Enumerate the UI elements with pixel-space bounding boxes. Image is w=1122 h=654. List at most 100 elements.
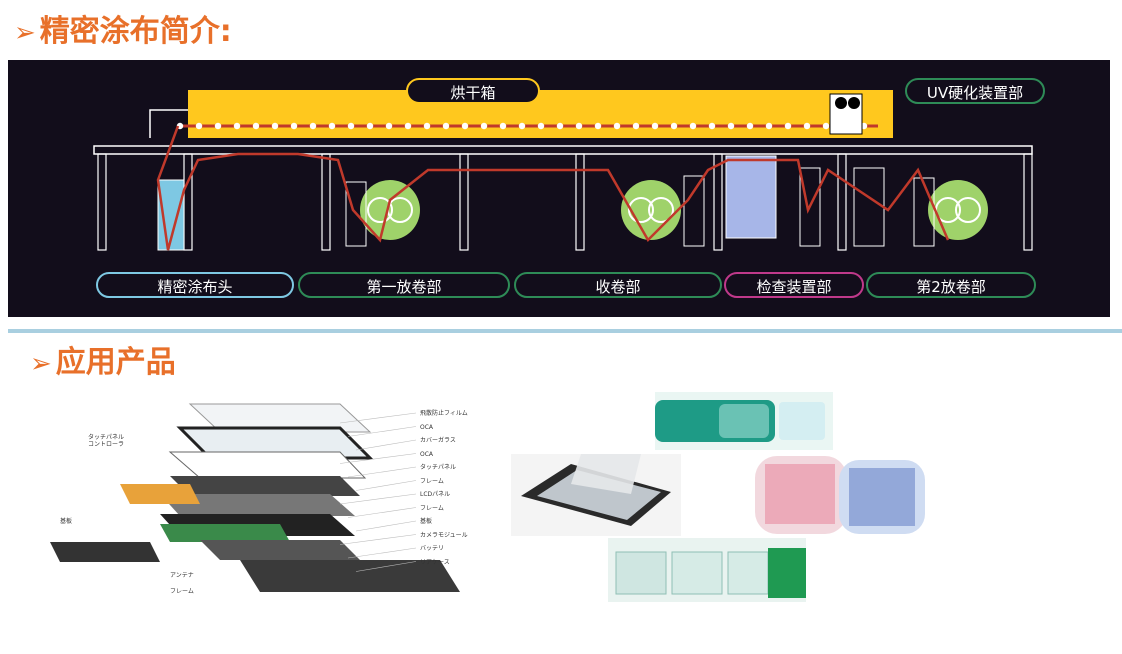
phone-part-label: タッチパネル bbox=[88, 434, 125, 441]
web-path bbox=[156, 125, 950, 251]
oven-roller-icon bbox=[594, 122, 602, 130]
support-leg bbox=[837, 153, 847, 251]
section-title-text: 应用产品 bbox=[55, 345, 176, 380]
uv-lamp-icon bbox=[835, 97, 847, 109]
phone-part-label: タッチパネル bbox=[420, 464, 457, 471]
oven-roller-icon bbox=[423, 122, 431, 130]
phone-part-label: 飛散防止フィルム bbox=[420, 410, 468, 417]
arrow-bullet-icon: ➢ bbox=[14, 18, 36, 48]
phone-part-label: フレーム bbox=[420, 477, 444, 485]
oven-roller-icon bbox=[195, 122, 203, 130]
oven-roller-icon bbox=[670, 122, 678, 130]
unwind-roller-1 bbox=[360, 180, 420, 240]
phone-part-label: OCA bbox=[420, 450, 434, 458]
oven-roller-icon bbox=[708, 122, 716, 130]
label-leader-line bbox=[355, 520, 417, 532]
layer-lcd bbox=[160, 494, 355, 516]
layer-touch-panel bbox=[168, 451, 367, 479]
oven-roller-icon bbox=[803, 122, 811, 130]
phone-part-label: OCA bbox=[420, 423, 434, 431]
station-label-rewind: 收卷部 bbox=[514, 272, 722, 298]
oven-roller-icon bbox=[404, 122, 412, 130]
label-leader-line bbox=[339, 534, 417, 545]
oven-roller-icon bbox=[651, 122, 659, 130]
station-housing bbox=[345, 181, 367, 247]
oven-roller-icon bbox=[442, 122, 450, 130]
phone-layers-illustration bbox=[50, 403, 460, 592]
oven-roller-icon bbox=[537, 122, 545, 130]
frame-line bbox=[149, 109, 188, 138]
label-lines bbox=[339, 412, 417, 572]
arrow-bullet-icon: ➢ bbox=[30, 349, 52, 379]
layer-battery bbox=[200, 540, 360, 560]
oven-roller-icon bbox=[499, 122, 507, 130]
label-leader-line bbox=[347, 426, 417, 437]
oven-roller-icon bbox=[765, 122, 773, 130]
oven-roller-icon bbox=[271, 122, 279, 130]
oven-roller-icon bbox=[461, 122, 469, 130]
oven-roller-icon bbox=[252, 122, 260, 130]
layer-rear-case bbox=[240, 560, 460, 592]
layer-board bbox=[160, 524, 290, 542]
support-leg bbox=[97, 153, 107, 251]
phone-part-label: リアケース bbox=[420, 558, 450, 566]
oven-roller-icon bbox=[727, 122, 735, 130]
oven-roller-icon bbox=[347, 122, 355, 130]
phone-part-label: バッテリ bbox=[420, 545, 445, 552]
phone-part-label: 基板 bbox=[60, 518, 73, 525]
station-housing bbox=[913, 177, 935, 247]
station-housing bbox=[799, 167, 821, 247]
oven-roller-icon bbox=[328, 122, 336, 130]
oven-roller-icon bbox=[746, 122, 754, 130]
support-leg bbox=[713, 153, 723, 251]
support-leg bbox=[575, 153, 585, 251]
layer-frame bbox=[170, 476, 360, 496]
label-leader-line bbox=[347, 466, 417, 478]
oven-roller-icon bbox=[385, 122, 393, 130]
layer-flex-cable bbox=[120, 484, 200, 504]
phone-part-label: カバーガラス bbox=[420, 437, 456, 444]
oven-box bbox=[188, 90, 893, 138]
station-label-first-unwind: 第一放卷部 bbox=[298, 272, 510, 298]
oven-roller-icon bbox=[575, 122, 583, 130]
section-title-text: 精密涂布简介: bbox=[39, 14, 232, 49]
oven-roller-icon bbox=[556, 122, 564, 130]
label-leader-line bbox=[347, 547, 417, 559]
photo-printed-rolls bbox=[755, 454, 925, 536]
oven-roller-icon bbox=[214, 122, 222, 130]
phone-part-label: アンテナ bbox=[170, 572, 194, 579]
label-leader-line bbox=[355, 480, 417, 491]
station-label-second-unwind: 第2放卷部 bbox=[866, 272, 1036, 298]
phone-part-label: カメラモジュール bbox=[420, 531, 468, 539]
label-leader-line bbox=[355, 439, 417, 451]
photo-green-film-sheet bbox=[608, 538, 806, 602]
station-housing bbox=[683, 175, 705, 247]
phone-part-label: コントローラ bbox=[88, 441, 125, 448]
oven-roller-icon bbox=[480, 122, 488, 130]
oven-roller-icon bbox=[309, 122, 317, 130]
label-leader-line bbox=[339, 493, 417, 505]
section-divider bbox=[8, 329, 1122, 333]
main-rail bbox=[93, 145, 1033, 155]
oven-roller-icon bbox=[233, 122, 241, 130]
support-leg bbox=[321, 153, 331, 251]
coating-machine-diagram: 烘干箱 UV硬化装置部 精密涂布头 第一放卷部 收卷部 检查装置部 第2放卷部 bbox=[8, 60, 1110, 317]
label-leader-line bbox=[339, 453, 417, 464]
machine-illustration bbox=[93, 90, 1033, 251]
phone-part-label: フレーム bbox=[420, 504, 444, 512]
layer-antenna bbox=[50, 542, 160, 562]
station-label-inspection: 检查装置部 bbox=[724, 272, 864, 298]
support-legs bbox=[97, 153, 1033, 251]
station-housing bbox=[853, 167, 885, 247]
rewind-roller bbox=[621, 180, 681, 240]
oven-roller-icon bbox=[290, 122, 298, 130]
oven-roller-icon bbox=[632, 122, 640, 130]
label-leader-line bbox=[339, 412, 417, 424]
section-title-coating: ➢精密涂布简介: bbox=[14, 15, 232, 50]
support-leg bbox=[183, 153, 193, 251]
oven-roller-icon bbox=[366, 122, 374, 130]
label-leader-line bbox=[347, 507, 417, 518]
oven-roller-icon bbox=[689, 122, 697, 130]
oven-roller-icon bbox=[822, 122, 830, 130]
